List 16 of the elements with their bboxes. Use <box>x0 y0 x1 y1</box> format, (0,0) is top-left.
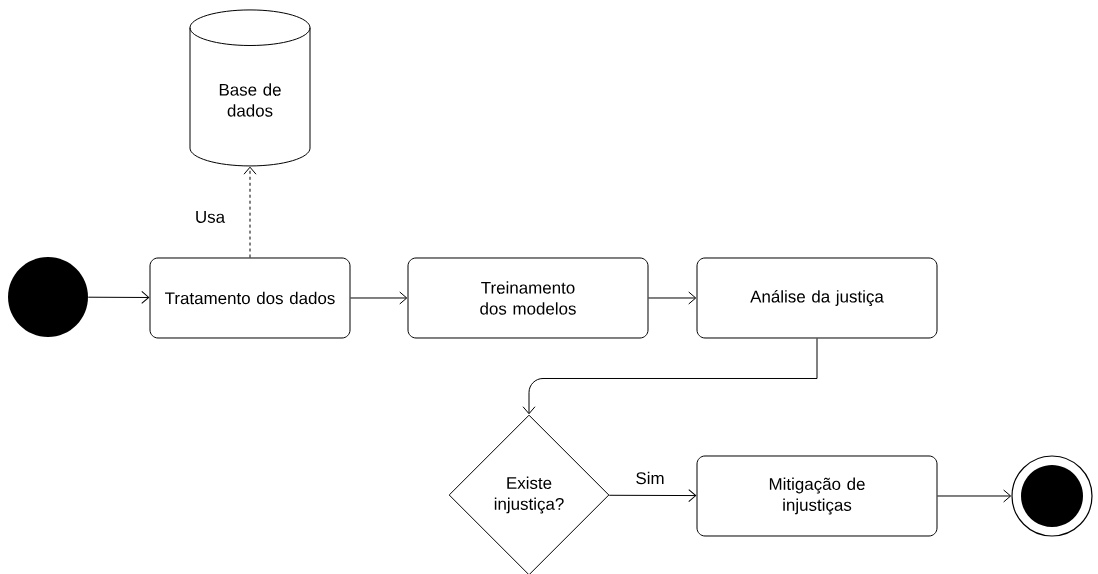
arrow <box>648 291 697 305</box>
process-box: Análise da justiça <box>696 257 938 339</box>
database-cylinder: Base de dados <box>189 9 311 167</box>
arrow <box>608 489 697 503</box>
process-box: Treinamento dos modelos <box>407 257 649 339</box>
arrow <box>350 291 408 305</box>
process-box: Mitigação de injustiças <box>696 455 938 537</box>
arrow <box>243 166 257 258</box>
arrow <box>937 489 1012 503</box>
edge-label: Sim <box>634 470 666 486</box>
process-box: Tratamento dos dados <box>149 257 351 339</box>
start-node <box>8 257 88 337</box>
end-node <box>1011 455 1093 537</box>
arrow <box>87 290 150 304</box>
edge-label: Usa <box>193 210 227 224</box>
arrow <box>522 338 818 415</box>
